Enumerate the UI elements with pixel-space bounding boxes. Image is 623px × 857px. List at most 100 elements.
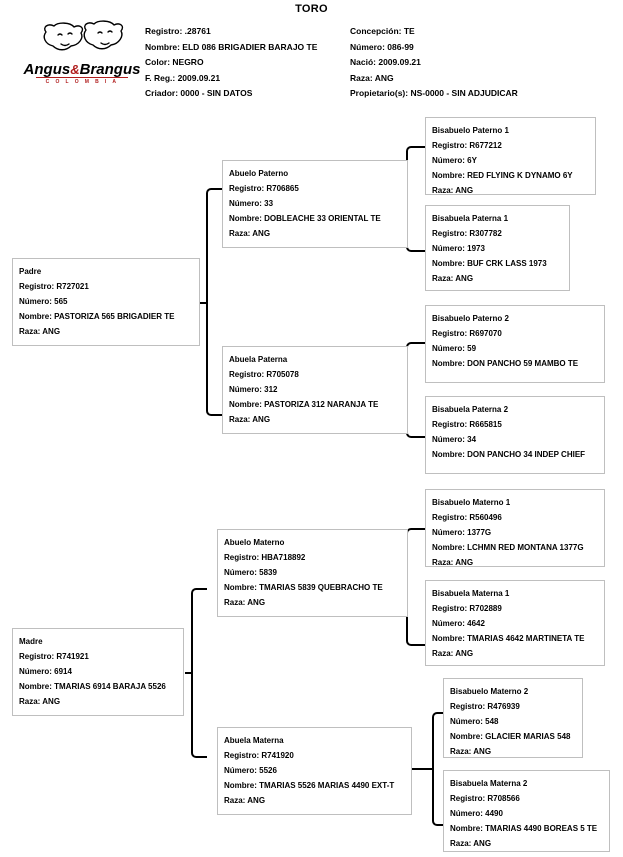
box-bisabuela-paterna-2-registro: Registro: R665815: [432, 420, 502, 429]
logo-word-angus: Angus: [23, 61, 71, 78]
box-padre-role: Padre: [19, 267, 42, 276]
logo-divider: [36, 77, 128, 78]
connector-abuelo-paterno-bracket: [406, 146, 425, 252]
connector-madre-stem: [185, 672, 193, 674]
header-field-fecha-registro: F. Reg.: 2009.09.21: [145, 72, 221, 83]
box-bisabuelo-paterno-1[interactable]: Bisabuelo Paterno 1 Registro: R677212 Nú…: [425, 117, 596, 195]
box-abuela-materna-nombre: Nombre: TMARIAS 5526 MARIAS 4490 EXT-T: [224, 781, 395, 790]
connector-abuela-paterna-bracket: [406, 342, 425, 438]
header-field-criador: Criador: 0000 - SIN DATOS: [145, 88, 253, 98]
box-madre-registro: Registro: R741921: [19, 652, 89, 661]
box-abuela-paterna-nombre: Nombre: PASTORIZA 312 NARANJA TE: [229, 400, 379, 409]
box-bisabuela-materna-1-nombre: Nombre: TMARIAS 4642 MARTINETA TE: [432, 634, 585, 643]
box-abuela-paterna-raza: Raza: ANG: [229, 415, 271, 424]
connector-madre-bracket: [191, 588, 207, 758]
box-bisabuela-materna-2-numero: Número: 4490: [450, 809, 503, 818]
box-bisabuela-materna-2-role: Bisabuela Materna 2: [450, 779, 528, 788]
header-left-column: Registro: .28761 Nombre: ELD 086 BRIGADI…: [145, 24, 317, 102]
logo-wordmark: Angus&Brangus: [22, 62, 142, 77]
box-bisabuelo-paterno-2-nombre: Nombre: DON PANCHO 59 MAMBO TE: [432, 359, 579, 368]
header-field-color: Color: NEGRO: [145, 57, 204, 67]
box-bisabuela-paterna-1-registro: Registro: R307782: [432, 229, 502, 238]
box-abuelo-materno-registro: Registro: HBA718892: [224, 553, 306, 562]
box-bisabuelo-paterno-1-registro: Registro: R677212: [432, 141, 502, 150]
box-abuela-materna[interactable]: Abuela Materna Registro: R741920 Número:…: [217, 727, 412, 815]
box-bisabuelo-materno-1-role: Bisabuelo Materno 1: [432, 498, 511, 507]
connector-padre-bracket: [206, 188, 222, 416]
box-bisabuela-paterna-1-numero: Número: 1973: [432, 244, 485, 253]
box-bisabuela-materna-1[interactable]: Bisabuela Materna 1 Registro: R702889 Nú…: [425, 580, 605, 666]
box-bisabuela-paterna-2-role: Bisabuela Paterna 2: [432, 405, 509, 414]
connector-abuela-materna-stem: [410, 768, 434, 770]
box-abuela-paterna-registro: Registro: R705078: [229, 370, 299, 379]
box-bisabuela-materna-1-registro: Registro: R702889: [432, 604, 502, 613]
header-field-concepcion: Concepción: TE: [350, 26, 415, 36]
box-bisabuelo-materno-1-raza: Raza: ANG: [432, 558, 474, 567]
box-abuelo-materno-nombre: Nombre: TMARIAS 5839 QUEBRACHO TE: [224, 583, 383, 592]
box-abuelo-materno-raza: Raza: ANG: [224, 598, 266, 607]
box-bisabuelo-paterno-1-numero: Número: 6Y: [432, 156, 477, 165]
logo-word-brangus: Brangus: [79, 61, 141, 78]
box-bisabuelo-materno-1[interactable]: Bisabuelo Materno 1 Registro: R560496 Nú…: [425, 489, 605, 567]
box-abuelo-paterno-nombre: Nombre: DOBLEACHE 33 ORIENTAL TE: [229, 214, 381, 223]
box-bisabuela-materna-2[interactable]: Bisabuela Materna 2 Registro: R708566 Nú…: [443, 770, 610, 852]
box-bisabuela-paterna-1-role: Bisabuela Paterna 1: [432, 214, 509, 223]
box-padre-raza: Raza: ANG: [19, 327, 61, 336]
box-bisabuelo-paterno-2-role: Bisabuelo Paterno 2: [432, 314, 509, 323]
box-abuela-materna-registro: Registro: R741920: [224, 751, 294, 760]
box-abuelo-materno-numero: Número: 5839: [224, 568, 277, 577]
box-bisabuelo-materno-1-registro: Registro: R560496: [432, 513, 502, 522]
header-field-propietarios: Propietario(s): NS-0000 - SIN ADJUDICAR: [350, 88, 518, 98]
box-madre-raza: Raza: ANG: [19, 697, 61, 706]
box-abuela-materna-raza: Raza: ANG: [224, 796, 266, 805]
box-bisabuela-materna-1-numero: Número: 4642: [432, 619, 485, 628]
logo-ampersand: &: [70, 62, 80, 77]
box-bisabuela-paterna-1[interactable]: Bisabuela Paterna 1 Registro: R307782 Nú…: [425, 205, 570, 291]
box-abuela-paterna-role: Abuela Paterna: [229, 355, 288, 364]
box-bisabuelo-paterno-1-raza: Raza: ANG: [432, 186, 474, 195]
header-right-column: Concepción: TE Número: 086-99 Nació: 200…: [350, 24, 518, 102]
box-padre-numero: Número: 565: [19, 297, 68, 306]
box-abuela-materna-numero: Número: 5526: [224, 766, 277, 775]
box-bisabuelo-materno-2-role: Bisabuelo Materno 2: [450, 687, 529, 696]
connector-padre-stem: [200, 302, 208, 304]
box-bisabuela-materna-2-registro: Registro: R708566: [450, 794, 520, 803]
box-bisabuelo-paterno-2[interactable]: Bisabuelo Paterno 2 Registro: R697070 Nú…: [425, 305, 605, 383]
box-bisabuelo-materno-2-raza: Raza: ANG: [450, 747, 492, 756]
header-field-registro: Registro: .28761: [145, 26, 211, 36]
box-abuelo-paterno-registro: Registro: R706865: [229, 184, 299, 193]
box-madre-nombre: Nombre: TMARIAS 6914 BARAJA 5526: [19, 682, 166, 691]
box-bisabuelo-materno-2-nombre: Nombre: GLACIER MARIAS 548: [450, 732, 571, 741]
box-abuela-paterna[interactable]: Abuela Paterna Registro: R705078 Número:…: [222, 346, 408, 434]
box-bisabuela-paterna-1-nombre: Nombre: BUF CRK LASS 1973: [432, 259, 547, 268]
box-bisabuelo-paterno-2-numero: Número: 59: [432, 344, 477, 353]
box-padre-nombre: Nombre: PASTORIZA 565 BRIGADIER TE: [19, 312, 175, 321]
box-madre-numero: Número: 6914: [19, 667, 72, 676]
logo-subtitle: C O L O M B I A: [45, 79, 119, 85]
box-bisabuelo-paterno-2-registro: Registro: R697070: [432, 329, 502, 338]
box-bisabuelo-materno-1-numero: Número: 1377G: [432, 528, 492, 537]
box-bisabuela-materna-2-nombre: Nombre: TMARIAS 4490 BOREAS 5 TE: [450, 824, 598, 833]
box-abuelo-materno[interactable]: Abuelo Materno Registro: HBA718892 Númer…: [217, 529, 408, 617]
header-field-nombre: Nombre: ELD 086 BRIGADIER BARAJO TE: [145, 41, 318, 52]
box-bisabuela-materna-1-raza: Raza: ANG: [432, 649, 474, 658]
header-field-numero: Número: 086-99: [350, 41, 414, 52]
box-abuelo-paterno-numero: Número: 33: [229, 199, 274, 208]
header-field-raza: Raza: ANG: [350, 72, 394, 83]
box-bisabuelo-materno-2-registro: Registro: R476939: [450, 702, 520, 711]
box-bisabuelo-materno-1-nombre: Nombre: LCHMN RED MONTANA 1377G: [432, 543, 584, 552]
box-abuelo-paterno[interactable]: Abuelo Paterno Registro: R706865 Número:…: [222, 160, 408, 248]
box-bisabuelo-paterno-1-nombre: Nombre: RED FLYING K DYNAMO 6Y: [432, 171, 573, 180]
box-bisabuelo-materno-2-numero: Número: 548: [450, 717, 499, 726]
box-bisabuela-paterna-2-nombre: Nombre: DON PANCHO 34 INDEP CHIEF: [432, 450, 586, 459]
angus-brangus-logo: Angus&Brangus C O L O M B I A: [22, 18, 142, 90]
box-abuelo-materno-role: Abuelo Materno: [224, 538, 285, 547]
box-bisabuela-materna-2-raza: Raza: ANG: [450, 839, 492, 848]
box-bisabuela-paterna-2[interactable]: Bisabuela Paterna 2 Registro: R665815 Nú…: [425, 396, 605, 474]
box-padre[interactable]: Padre Registro: R727021 Número: 565 Nomb…: [12, 258, 200, 346]
box-bisabuelo-materno-2[interactable]: Bisabuelo Materno 2 Registro: R476939 Nú…: [443, 678, 583, 758]
box-abuelo-paterno-raza: Raza: ANG: [229, 229, 271, 238]
box-bisabuela-materna-1-role: Bisabuela Materna 1: [432, 589, 510, 598]
box-madre[interactable]: Madre Registro: R741921 Número: 6914 Nom…: [12, 628, 184, 716]
